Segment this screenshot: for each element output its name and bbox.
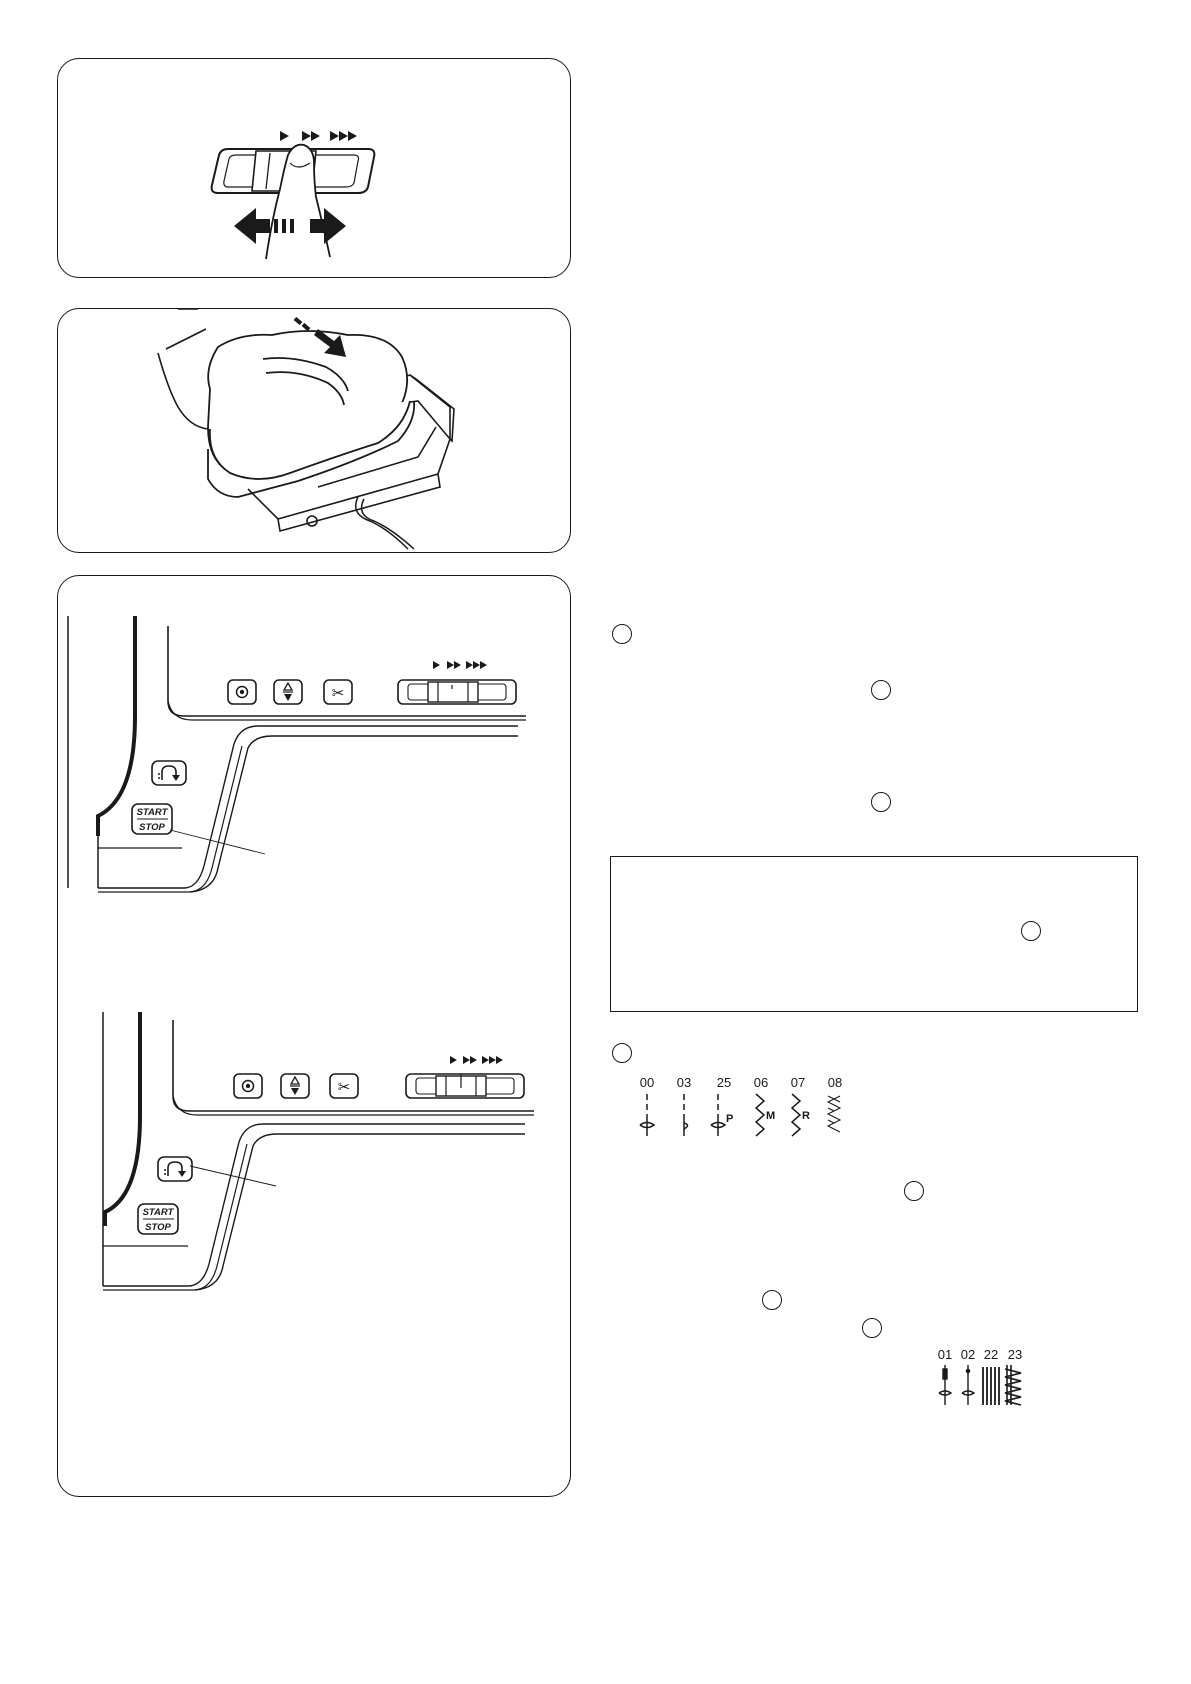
straight-stitch-icon bbox=[639, 1094, 656, 1136]
svg-text:23: 23 bbox=[1008, 1347, 1022, 1362]
reverse-button-b bbox=[157, 1156, 193, 1182]
start-stop-button-b: START STOP bbox=[137, 1203, 179, 1235]
svg-text:START: START bbox=[137, 807, 169, 818]
locking-stitch-icon bbox=[961, 1365, 976, 1405]
stitch-labels: 00 03 25 06 07 08 bbox=[640, 1075, 842, 1090]
lockstitch-icon bbox=[938, 1365, 953, 1405]
svg-text:00: 00 bbox=[640, 1075, 654, 1090]
svg-text:02: 02 bbox=[961, 1347, 975, 1362]
ref-marker bbox=[904, 1181, 924, 1201]
thread-cutter-button: ✂ bbox=[323, 679, 353, 705]
machine-panel-b bbox=[102, 1012, 534, 1291]
needle-up-down-button-b bbox=[233, 1073, 263, 1099]
reverse-button-a bbox=[151, 760, 187, 786]
stitch-badges: P M R bbox=[726, 1110, 810, 1125]
note-box bbox=[610, 856, 1138, 1012]
speed-slider-b bbox=[405, 1056, 525, 1099]
zigzag-m-icon bbox=[754, 1093, 766, 1137]
speed-slider-figure bbox=[57, 58, 571, 278]
control-panel-figure: ✂ START STOP bbox=[57, 575, 571, 1497]
scissors-icon: ✂ bbox=[332, 684, 345, 702]
foot-control-figure bbox=[57, 308, 571, 553]
svg-text:STOP: STOP bbox=[145, 1222, 171, 1233]
ref-marker bbox=[871, 680, 891, 700]
foot-control-illustration bbox=[157, 309, 455, 550]
svg-text:06: 06 bbox=[754, 1075, 768, 1090]
svg-text:P: P bbox=[726, 1113, 733, 1125]
zigzag-r-icon bbox=[790, 1093, 802, 1137]
rickrack-stitch-icon bbox=[1004, 1365, 1022, 1406]
foot-pedal bbox=[247, 374, 455, 533]
ref-marker bbox=[862, 1318, 882, 1338]
svg-text:STOP: STOP bbox=[139, 822, 165, 833]
svg-text:M: M bbox=[766, 1110, 775, 1122]
multi-zigzag-icon bbox=[826, 1095, 842, 1133]
svg-text:R: R bbox=[802, 1110, 810, 1122]
double-arrow-icon bbox=[234, 208, 346, 244]
start-stop-button-a: START STOP bbox=[131, 803, 173, 835]
svg-text:22: 22 bbox=[984, 1347, 998, 1362]
slider-housing bbox=[210, 148, 376, 194]
svg-text:08: 08 bbox=[828, 1075, 842, 1090]
straight-stitch-p-icon bbox=[710, 1094, 727, 1136]
needle-up-down-button bbox=[227, 679, 257, 705]
leader-line bbox=[169, 829, 266, 855]
control-panel-illustrations: ✂ START STOP bbox=[67, 616, 534, 1291]
shoe bbox=[207, 330, 416, 498]
press-arrow-icon bbox=[293, 316, 346, 357]
speed-slider-illustration bbox=[210, 131, 376, 260]
presser-foot-button bbox=[273, 679, 303, 705]
svg-text:01: 01 bbox=[938, 1347, 952, 1362]
presser-foot-button-b bbox=[280, 1073, 310, 1099]
ref-marker bbox=[871, 792, 891, 812]
thread-cutter-button-b: ✂ bbox=[329, 1073, 359, 1099]
svg-text:03: 03 bbox=[677, 1075, 691, 1090]
scissors-icon-b: ✂ bbox=[338, 1078, 351, 1096]
leader-line-b bbox=[189, 1165, 277, 1187]
straight-stitch-left-icon bbox=[683, 1094, 689, 1136]
ref-marker bbox=[762, 1290, 782, 1310]
ref-marker bbox=[612, 624, 632, 644]
svg-text:25: 25 bbox=[717, 1075, 731, 1090]
machine-panel-a bbox=[67, 616, 526, 893]
stitch-pattern-group-1: 00 03 25 06 07 08 bbox=[639, 1075, 842, 1137]
ref-marker bbox=[612, 1043, 632, 1063]
svg-text:START: START bbox=[143, 1207, 175, 1218]
stitch-pattern-group-2: 01 02 22 23 bbox=[938, 1347, 1022, 1406]
pedal-cord bbox=[355, 496, 409, 550]
svg-text:07: 07 bbox=[791, 1075, 805, 1090]
speed-markers bbox=[280, 131, 357, 141]
triple-stitch-icon bbox=[982, 1367, 1000, 1405]
speed-slider-a bbox=[397, 661, 517, 705]
ref-marker bbox=[1021, 921, 1041, 941]
